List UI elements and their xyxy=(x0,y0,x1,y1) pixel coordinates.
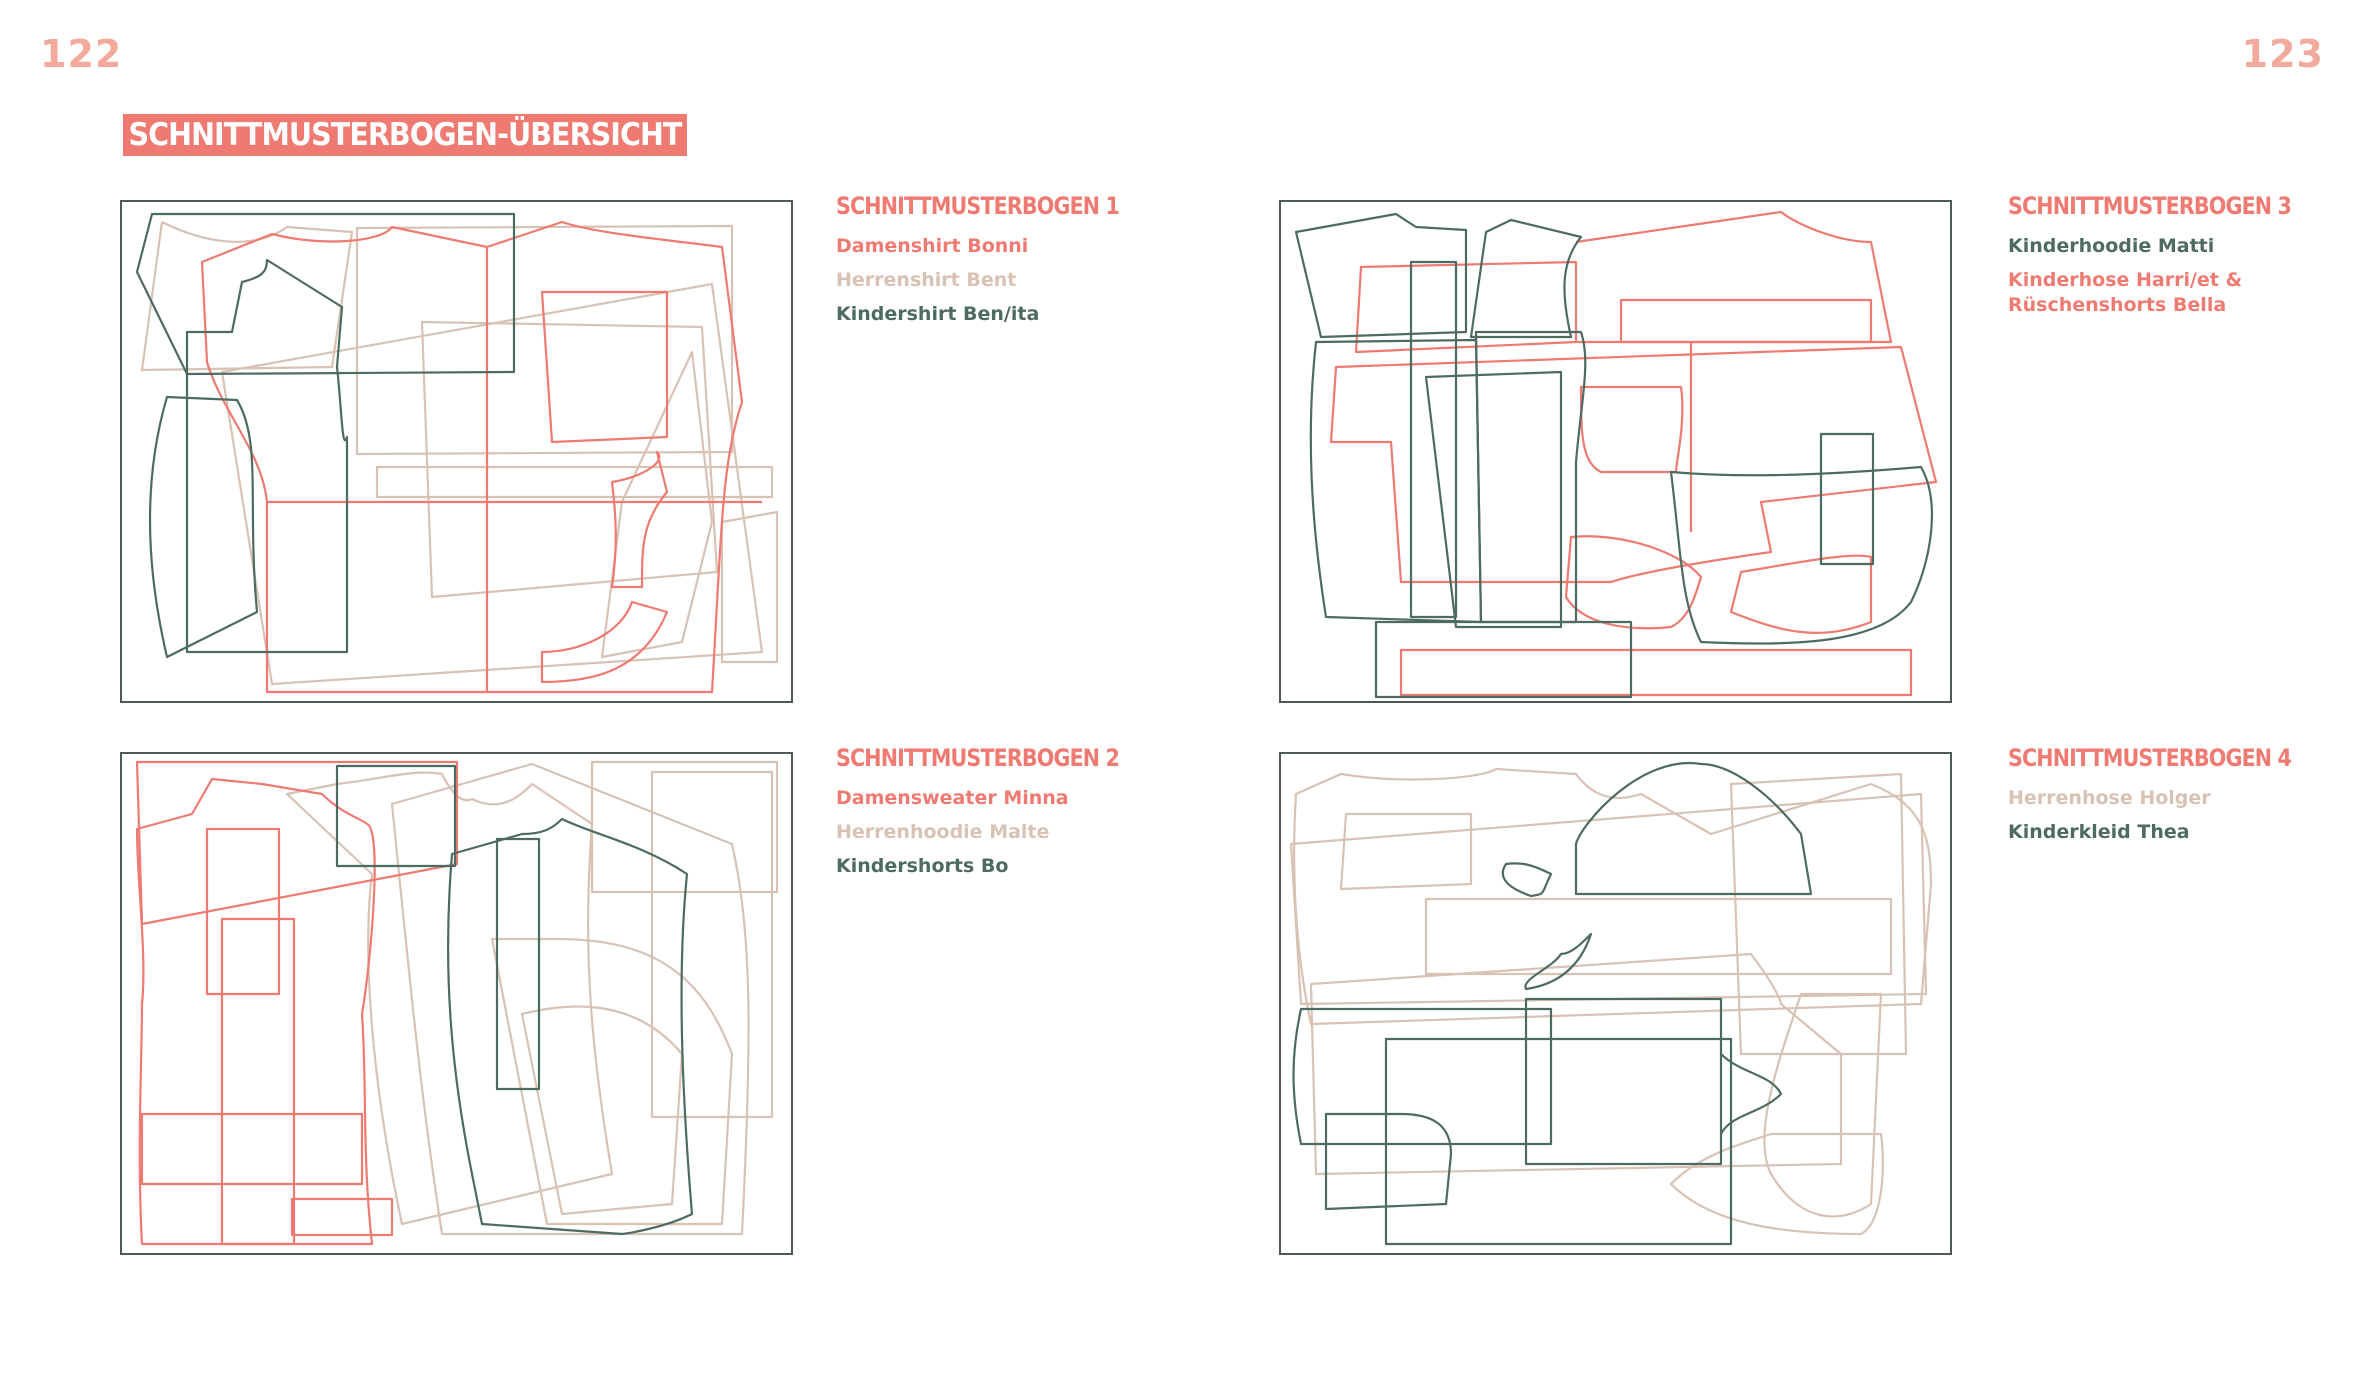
page-heading-text: Schnittmusterbogen-Übersicht xyxy=(128,117,683,153)
page-number-right: 123 xyxy=(2241,32,2324,76)
pattern-sheet-1-illustration xyxy=(120,200,793,703)
legend-title: Schnittmusterbogen 4 xyxy=(2008,744,2292,772)
legend-item: Damensweater Minna xyxy=(836,787,1069,809)
page-number-left: 122 xyxy=(40,32,123,76)
legend-item: Kinderhoodie Matti xyxy=(2008,235,2215,257)
legend-item: Kinderhose Harri/et & Rüschenshorts Bell… xyxy=(2008,269,2243,316)
legend-title: Schnittmusterbogen 2 xyxy=(836,744,1120,772)
legend-sheet-2: Schnittmusterbogen 2 Damensweater Minna … xyxy=(836,744,1156,888)
page-heading: Schnittmusterbogen-Übersicht xyxy=(123,114,687,156)
legend-sheet-3: Schnittmusterbogen 3 Kinderhoodie Matti … xyxy=(2008,192,2328,327)
legend-item: Kindershorts Bo xyxy=(836,855,1009,877)
pattern-sheet-2-illustration xyxy=(120,752,793,1255)
legend-item: Kinderkleid Thea xyxy=(2008,821,2190,843)
legend-sheet-4: Schnittmusterbogen 4 Herrenhose Holger K… xyxy=(2008,744,2328,854)
legend-item: Herrenhose Holger xyxy=(2008,787,2211,809)
pattern-sheet-4-illustration xyxy=(1279,752,1952,1255)
legend-item: Kindershirt Ben/ita xyxy=(836,303,1040,325)
legend-item: Damenshirt Bonni xyxy=(836,235,1029,257)
legend-title: Schnittmusterbogen 3 xyxy=(2008,192,2292,220)
pattern-sheet-3-illustration xyxy=(1279,200,1952,703)
legend-sheet-1: Schnittmusterbogen 1 Damenshirt Bonni He… xyxy=(836,192,1156,336)
legend-item: Herrenhoodie Malte xyxy=(836,821,1050,843)
legend-title: Schnittmusterbogen 1 xyxy=(836,192,1120,220)
legend-item: Herrenshirt Bent xyxy=(836,269,1017,291)
